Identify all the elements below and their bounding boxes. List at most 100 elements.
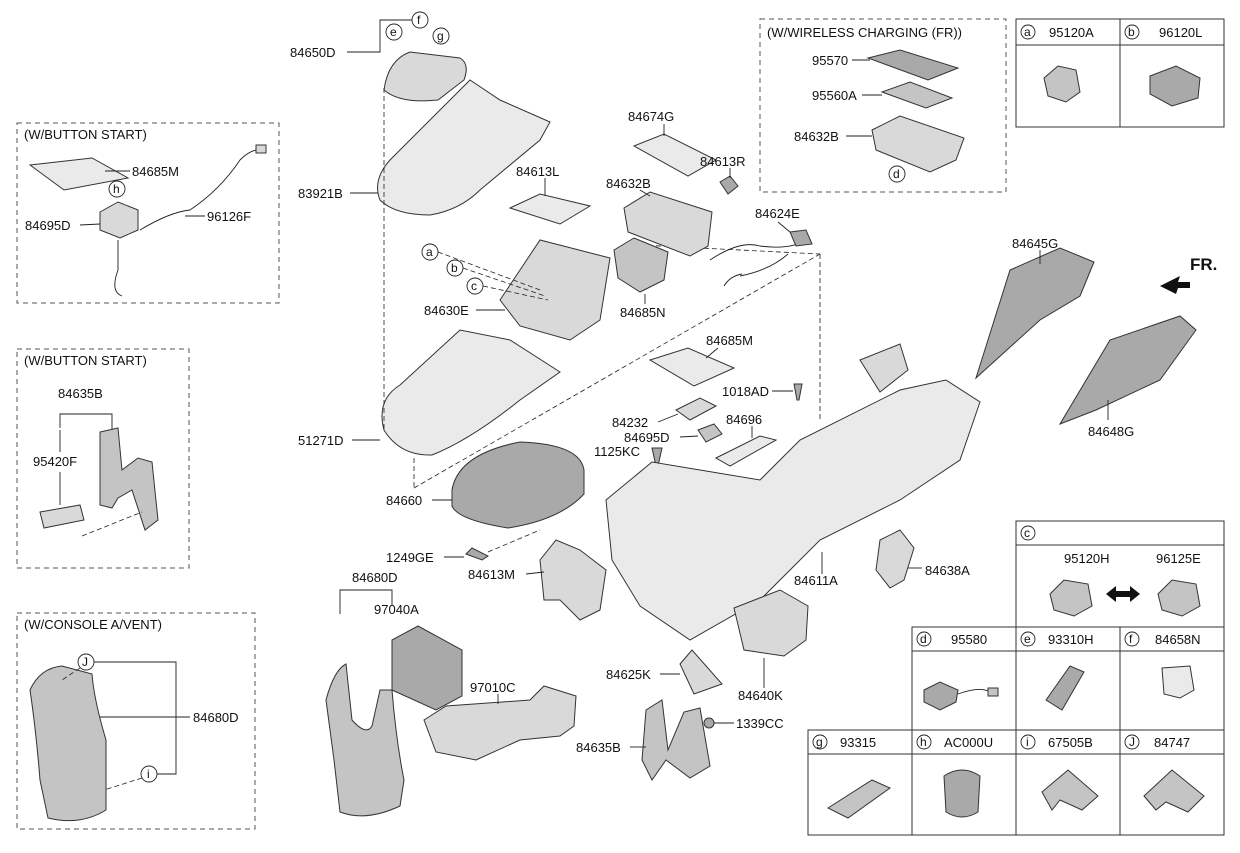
part-label: 84660 (386, 493, 422, 508)
shifter-bezel-part (383, 51, 467, 102)
module-part (613, 237, 669, 293)
part-label: 96126F (207, 209, 251, 224)
legend-ab: a 95120A b 96120L (1015, 18, 1225, 128)
switch-e-icon (1045, 665, 1085, 711)
panel-console-vent: (W/CONSOLE A/VENT) J i 84680D (16, 612, 256, 830)
part-label: 84685N (620, 305, 666, 320)
part-label: 95570 (812, 53, 848, 68)
part-label: 84613L (516, 164, 559, 179)
legend-ghij: g 93315 h AC000U i 67505B J 84747 (807, 729, 1225, 836)
legend-c: c 95120H 96125E (1015, 520, 1225, 628)
callout-letter: f (417, 13, 421, 27)
part-label: 84695D (25, 218, 71, 233)
panel-title: (W/BUTTON START) (24, 127, 147, 142)
part-label: 97040A (374, 602, 419, 617)
switch-a-icon (1043, 65, 1081, 103)
part-label: 84638A (925, 563, 970, 578)
usb-module-part (99, 201, 139, 239)
cover-plate-part (632, 133, 718, 177)
clip-i-icon (1041, 769, 1099, 811)
panel-title: (W/WIRELESS CHARGING (FR)) (767, 25, 962, 40)
clip-j-icon (1143, 769, 1205, 813)
console-front-detail (859, 343, 909, 393)
part-label: 1249GE (386, 550, 434, 565)
armrest-part (451, 441, 585, 529)
legend-part-number: 93315 (840, 735, 876, 750)
legend-part-number: 95120A (1049, 25, 1094, 40)
small-bracket-part (679, 649, 723, 695)
part-label: 84635B (576, 740, 621, 755)
mat-part (648, 347, 736, 387)
part-label: 84680D (193, 710, 239, 725)
legend-letter: h (920, 735, 927, 749)
small-pad-part (675, 397, 718, 421)
callout-letter: c (471, 279, 477, 293)
part-label: 84232 (612, 415, 648, 430)
clip-g-icon (826, 779, 892, 819)
switch-icon (1157, 579, 1201, 617)
callout-letter: J (82, 655, 88, 669)
panel-wireless-charging: (W/WIRELESS CHARGING (FR)) 95570 95560A … (759, 18, 1007, 193)
screw-part (465, 547, 489, 561)
legend-letter: g (816, 735, 823, 749)
part-label: 84640K (738, 688, 783, 703)
part-label: 95420F (33, 454, 77, 469)
part-label: 1125KC (594, 444, 640, 459)
part-label: 95560A (812, 88, 857, 103)
side-cover-right-part (1058, 315, 1197, 425)
part-label: 84696 (726, 412, 762, 427)
part-label: 84685M (132, 164, 179, 179)
legend-part-number: 96120L (1159, 25, 1202, 40)
front-direction-label: FR. (1190, 255, 1217, 274)
legend-part-number: 93310H (1048, 632, 1094, 647)
charging-pad-part (866, 49, 960, 81)
side-bracket-part (875, 529, 915, 589)
upper-cover-part (377, 79, 551, 216)
main-console-part (605, 379, 981, 641)
main-exploded-view: f e g 84650D 83921B 84613L a b c 84630E … (290, 11, 1217, 817)
nut-part (703, 717, 715, 729)
clip-part (719, 175, 739, 195)
part-label: 84624E (755, 206, 800, 221)
front-arrow-icon (1160, 276, 1190, 294)
trim-strip-part (714, 435, 778, 467)
part-label: 84632B (606, 176, 651, 191)
lower-bezel-part (381, 329, 561, 456)
charger-d-icon (923, 681, 959, 711)
switch-icon (1049, 579, 1093, 617)
part-label: 84632B (794, 129, 839, 144)
legend-letter: b (1128, 25, 1135, 39)
legend-letter: i (1026, 735, 1029, 749)
rear-bracket-part (539, 539, 607, 621)
part-label: 1339CC (736, 716, 784, 731)
rear-cover-part (29, 665, 107, 822)
legend-def: d 95580 e 93310H f 84658N (911, 626, 1225, 731)
panel-button-start-2: (W/BUTTON START) 84635B 95420F (16, 348, 190, 569)
legend-part-number: 84658N (1155, 632, 1201, 647)
panel-title: (W/BUTTON START) (24, 353, 147, 368)
charging-bracket-part (871, 115, 965, 173)
legend-letter: e (1024, 632, 1031, 646)
interchange-arrow-icon (1106, 586, 1140, 602)
legend-letter: a (1024, 25, 1031, 39)
switch-part (39, 504, 85, 529)
part-label: 83921B (298, 186, 343, 201)
side-cover-left-part (974, 247, 1095, 380)
port-part (697, 423, 723, 443)
callout-letter: e (390, 25, 397, 39)
legend-part-number: 96125E (1156, 551, 1201, 566)
clip-f-icon (1161, 665, 1195, 699)
harness-connector-part (789, 229, 813, 247)
legend-part-number: AC000U (944, 735, 993, 750)
part-label: 84613R (700, 154, 746, 169)
part-label: 97010C (470, 680, 516, 695)
callout-g (432, 27, 450, 45)
legend-part-number: 67505B (1048, 735, 1093, 750)
duct-part (423, 685, 577, 761)
callout-e (385, 23, 403, 41)
charging-module-part (880, 81, 954, 109)
part-label: 84685M (706, 333, 753, 348)
bottom-bracket-part (641, 699, 711, 781)
rear-vent-part (391, 625, 463, 711)
part-label: 84613M (468, 567, 515, 582)
